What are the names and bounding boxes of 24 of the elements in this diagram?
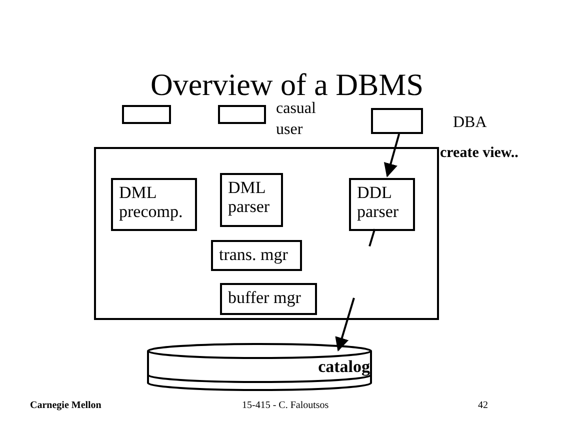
system-boundary-box — [94, 147, 439, 320]
footer-text: Carnegie Mellon — [30, 400, 102, 411]
actor-box — [371, 108, 423, 134]
actor-label: DBA — [453, 113, 488, 133]
node-label: catalog — [318, 357, 370, 377]
process-box — [349, 178, 415, 231]
process-box — [211, 240, 302, 271]
footer-text: 15-415 - C. Faloutsos — [242, 400, 329, 411]
node-label: DDL parser — [356, 182, 400, 221]
process-box — [220, 173, 283, 227]
node-label: DML parser — [227, 177, 271, 216]
node-label: DML precomp. — [118, 182, 184, 221]
actor-label: casual user — [276, 99, 317, 140]
actor-box — [122, 105, 171, 124]
node-label: trans. mgr — [218, 244, 289, 264]
footer-text: 42 — [478, 400, 488, 411]
arrow — [335, 228, 376, 352]
annotation-text: create view.. — [440, 145, 518, 162]
node-label: buffer mgr — [227, 287, 302, 307]
slide-title: Overview of a DBMS — [150, 68, 424, 102]
process-box — [111, 178, 197, 231]
arrow — [384, 134, 400, 178]
actor-box — [218, 105, 266, 124]
process-box — [220, 283, 317, 315]
